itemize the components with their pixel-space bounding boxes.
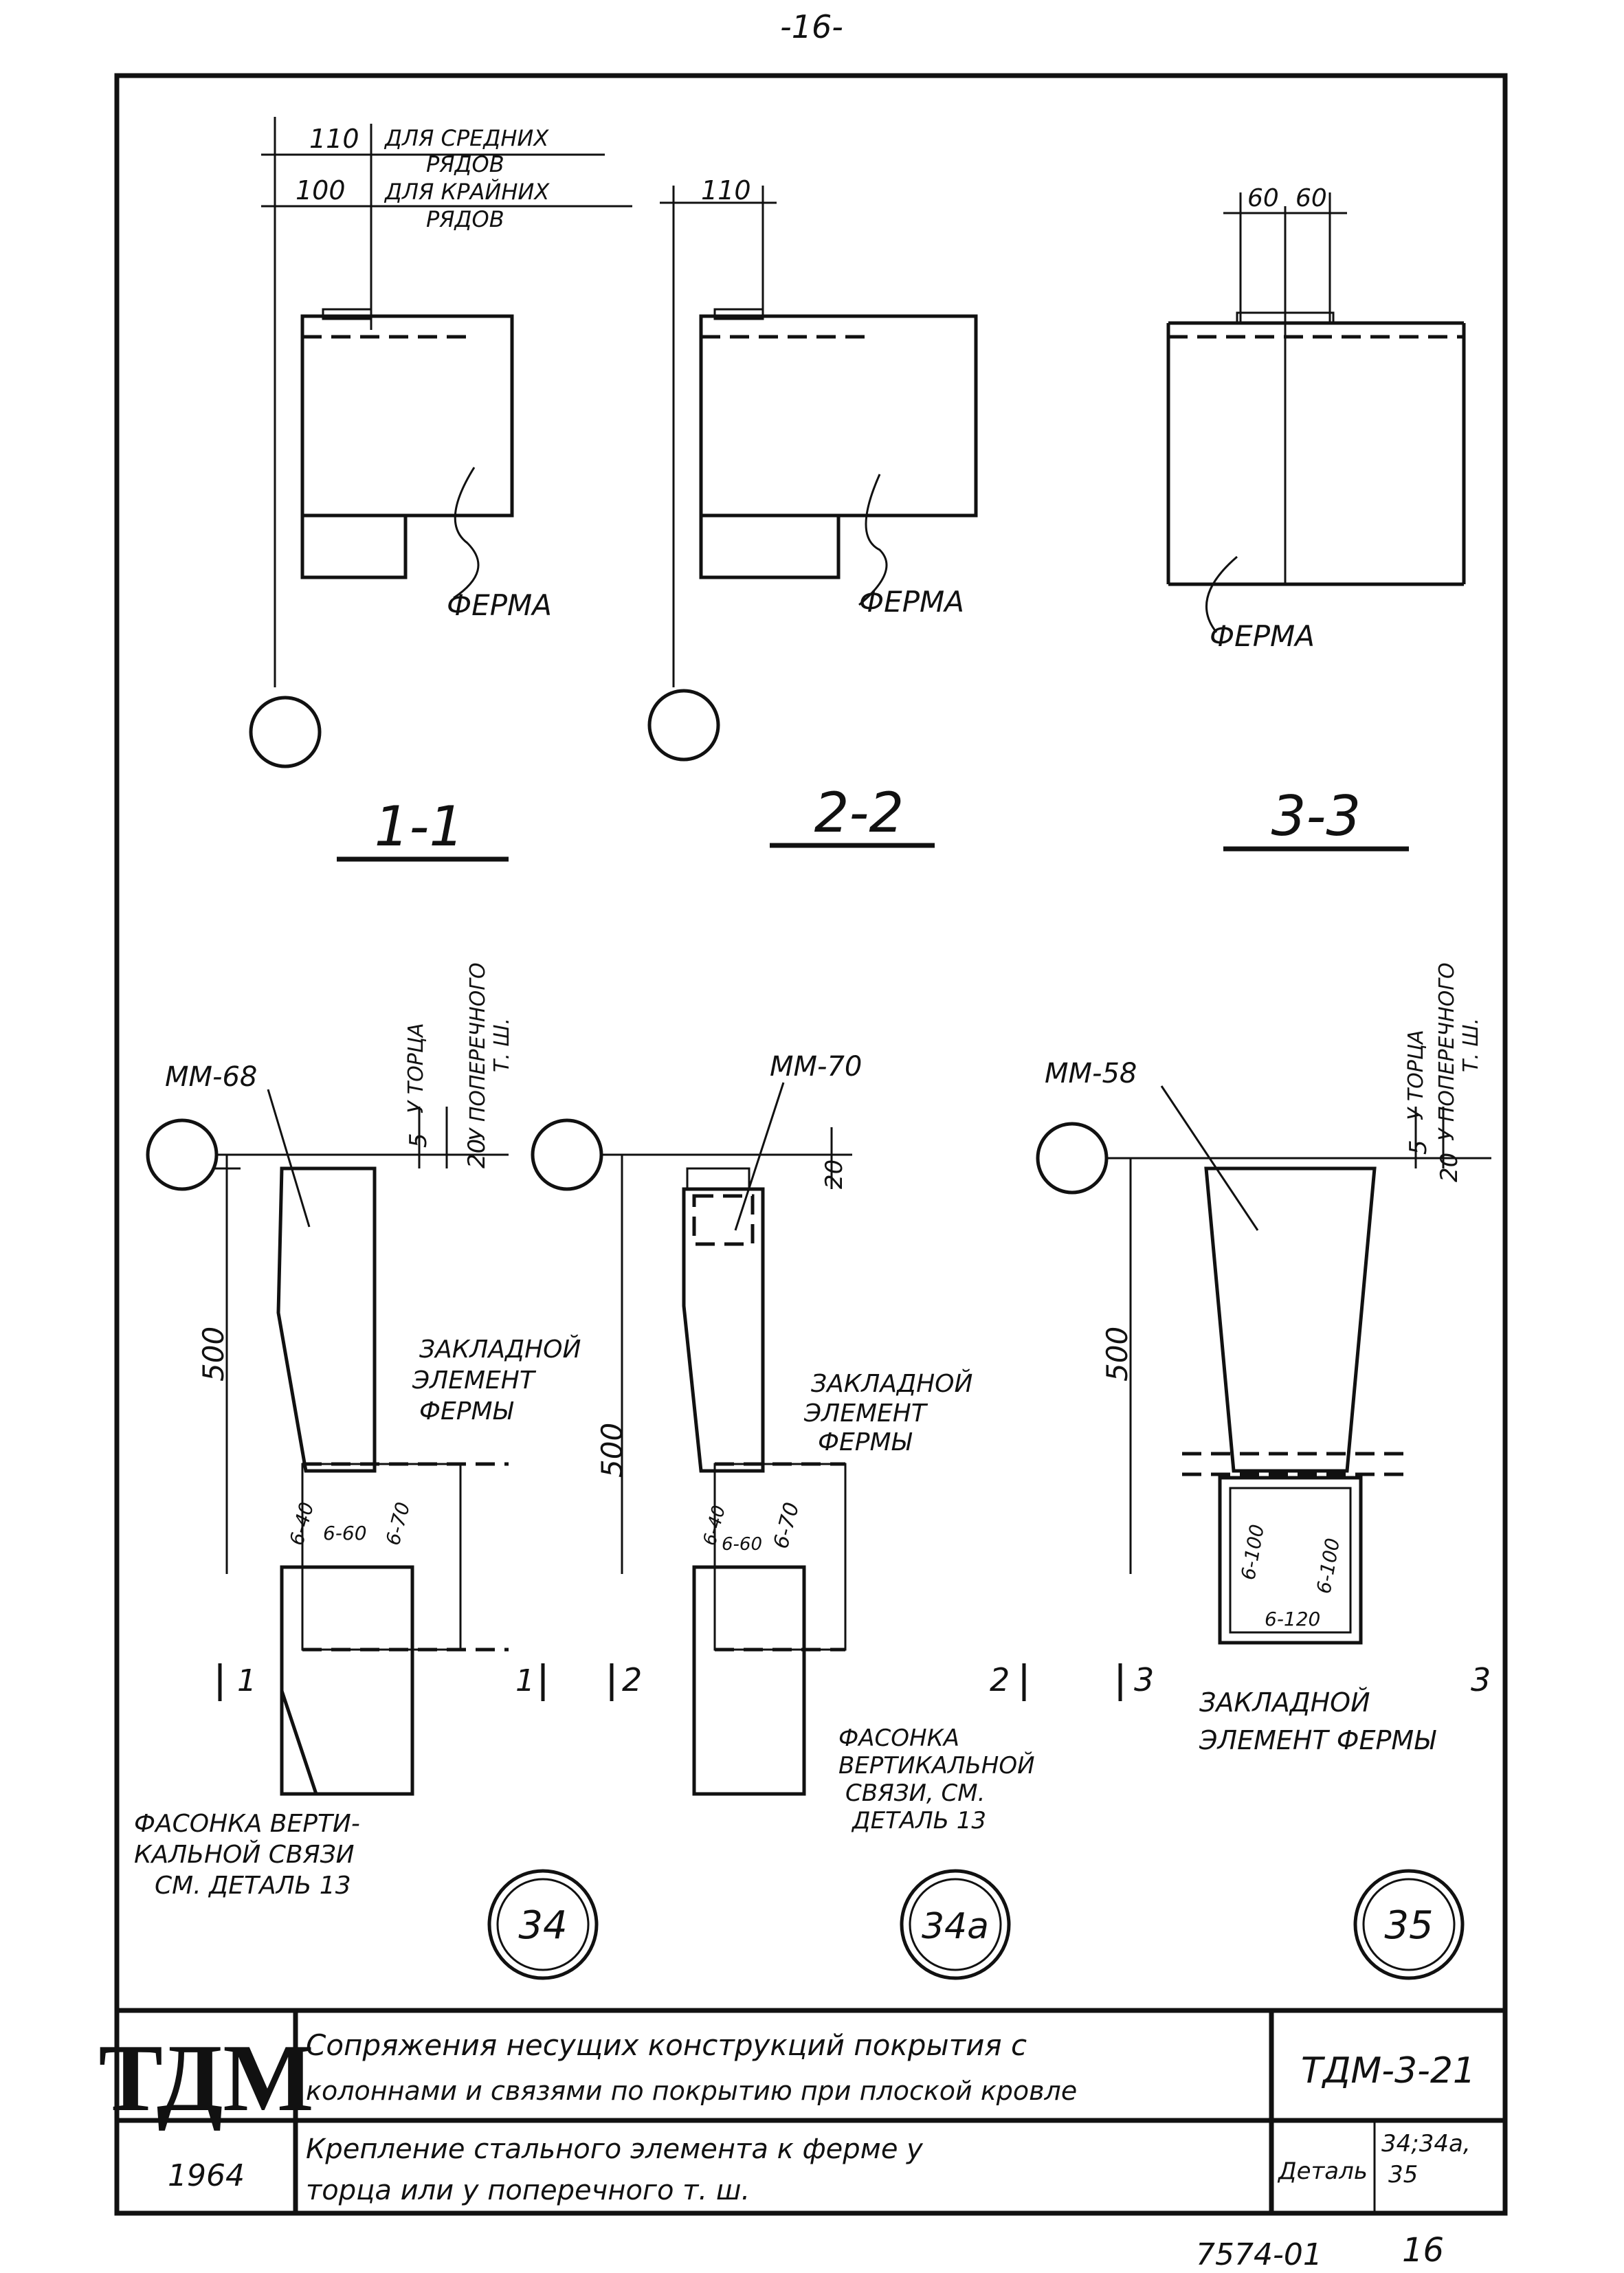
d34a-embed-3: ФЕРМЫ [818,1428,913,1456]
footer-sheet-num: 16 [1402,2231,1444,2270]
d35-callout [1353,1869,1465,1980]
s2-title: 2-2 [814,781,904,845]
d34a-embed-2: ЭЛЕМЕНТ [803,1399,928,1428]
d34-gusset-3: СМ. ДЕТАЛЬ 13 [155,1872,351,1900]
d34-embed-1: ЗАКЛАДНОЙ [419,1335,581,1364]
d35-weld-a: 6-100 [1236,1522,1269,1582]
d34a-dim-500: 500 [595,1423,629,1478]
title-block-subtitle-2: торца или у поперечного т. ш. [306,2175,750,2206]
d34-embed-3: ФЕРМЫ [419,1397,514,1426]
d34a-axis-bubble [531,1118,603,1191]
d34-note-end: У ТОРЦА [404,1023,428,1113]
d35-note-cross-2: Т. Ш. [1459,1018,1483,1072]
section-3-3: 60 60 ФЕРМА 3-3 [1166,184,1466,852]
d34-weld-a: 6-40 [285,1500,318,1548]
d34a-gusset-4: ДЕТАЛЬ 13 [851,1807,986,1834]
d34a-embed-1: ЗАКЛАДНОЙ [811,1369,972,1398]
s3-truss-label: ФЕРМА [1210,619,1315,653]
title-block-logo: ТДМ [98,2025,313,2131]
d34a-gusset-1: ФАСОНКА [838,1725,959,1752]
d34-embed-2: ЭЛЕМЕНТ [412,1366,537,1395]
d34-dim-500: 500 [197,1327,230,1382]
d34-label: 34 [518,1903,567,1948]
d34-gusset-1: ФАСОНКА ВЕРТИ- [134,1810,360,1838]
s1-note-edge-rows: ДЛЯ КРАЙНИХ [383,179,550,205]
d34-gusset-2: КАЛЬНОЙ СВЯЗИ [134,1840,355,1869]
s1-axis-bubble [249,696,322,768]
s3-title: 3-3 [1271,784,1361,848]
title-block-subtitle-1: Крепление стального элемента к ферме у [306,2133,924,2165]
d34a-gusset-3: СВЯЗИ, СМ. [845,1779,985,1807]
d35-embed-2: ЭЛЕМЕНТ ФЕРМЫ [1199,1725,1436,1755]
detail-34: ММ-68 5 20 У ТОРЦА У ПОПЕРЕЧНОГО Т. Ш. 5… [134,962,599,1980]
d34a-gusset-2: ВЕРТИКАЛЬНОЙ [838,1751,1035,1779]
d34-weld-c: 6-70 [381,1500,414,1548]
title-block-code: ТДМ-3-21 [1301,2050,1476,2092]
d34a-weld-b: 6-60 [722,1534,762,1555]
d35-dim-500: 500 [1100,1327,1134,1382]
drawing-frame [114,73,1508,2216]
section-2-2: 110 ФЕРМА 2-2 [647,175,978,848]
d34-cut-left: 1 [237,1663,256,1698]
title-block-detail-nums-2: 35 [1388,2161,1418,2188]
d34-axis-bubble [146,1118,219,1191]
d35-note-end: У ТОРЦА [1404,1030,1428,1120]
s1-note-middle-rows-2: РЯДОВ [426,151,504,177]
s1-truss-label: ФЕРМА [447,588,552,622]
d34a-weld-c: 6-70 [769,1500,804,1551]
title-block: ТДМ 1964 Сопряжения несущих конструкций … [98,2008,1505,2213]
d34-note-cross: У ПОПЕРЕЧНОГО [466,962,490,1141]
d35-cut-left: 3 [1134,1661,1154,1698]
s1-dim-100: 100 [296,175,346,206]
footer-sheet-code: 7574-01 [1196,2237,1322,2272]
d35-weld-c: 6-120 [1265,1608,1320,1630]
d35-mark: ММ-58 [1045,1058,1137,1089]
d34a-label: 34а [922,1906,989,1947]
s3-dim-60-left: 60 [1247,184,1279,212]
d35-weld-b: 6-100 [1312,1536,1344,1595]
d34a-dim-20: 20 [821,1160,848,1189]
s3-dim-60-right: 60 [1295,184,1327,212]
section-1-1: 110 ДЛЯ СРЕДНИХ РЯДОВ 100 ДЛЯ КРАЙНИХ РЯ… [249,117,632,862]
s1-dim-110: 110 [309,124,359,154]
d34a-callout [900,1869,1011,1980]
d34-dim-5: 5 [405,1133,432,1148]
detail-35: ММ-58 5 20 У ТОРЦА У ПОПЕРЕЧНОГО Т. Ш. 5… [1036,962,1507,1980]
s2-axis-bubble [647,689,720,762]
d34a-cut-left: 2 [622,1661,642,1698]
d34-dim-20: 20 [463,1139,491,1168]
d34-cut-right: 1 [515,1663,535,1698]
title-block-title-2: колоннами и связями по покрытию при плос… [306,2076,1077,2106]
d34-callout [487,1869,599,1980]
d34-weld-b: 6-60 [323,1522,367,1544]
title-block-detail-nums-1: 34;34а, [1381,2130,1471,2158]
s1-note-edge-rows-2: РЯДОВ [426,206,504,232]
title-block-title-1: Сопряжения несущих конструкций покрытия … [306,2028,1027,2062]
s1-note-middle-rows: ДЛЯ СРЕДНИХ [383,125,549,151]
d34a-cut-right: 2 [990,1661,1010,1698]
d35-label: 35 [1384,1903,1433,1948]
page-number: -16- [780,8,843,45]
detail-34a: ММ-70 20 500 ЗАКЛАДНОЙ ЭЛЕМЕНТ ФЕРМЫ 6-4… [531,1051,1035,1980]
d34-mark: ММ-68 [165,1061,257,1093]
d35-dim-20: 20 [1436,1153,1463,1182]
d35-note-cross: У ПОПЕРЕЧНОГО [1435,962,1459,1141]
s2-truss-label: ФЕРМА [859,585,964,619]
d35-dim-5: 5 [1405,1140,1432,1155]
d35-embed-1: ЗАКЛАДНОЙ [1199,1687,1370,1718]
d34-note-cross-2: Т. Ш. [490,1018,514,1072]
d34a-mark: ММ-70 [770,1051,862,1083]
s1-title: 1-1 [375,795,465,858]
d35-axis-bubble [1036,1122,1109,1195]
title-block-year: 1964 [168,2158,245,2193]
title-block-detail-label: Деталь [1277,2158,1368,2185]
s2-dim-110: 110 [701,175,751,206]
d35-cut-right: 3 [1471,1661,1491,1698]
